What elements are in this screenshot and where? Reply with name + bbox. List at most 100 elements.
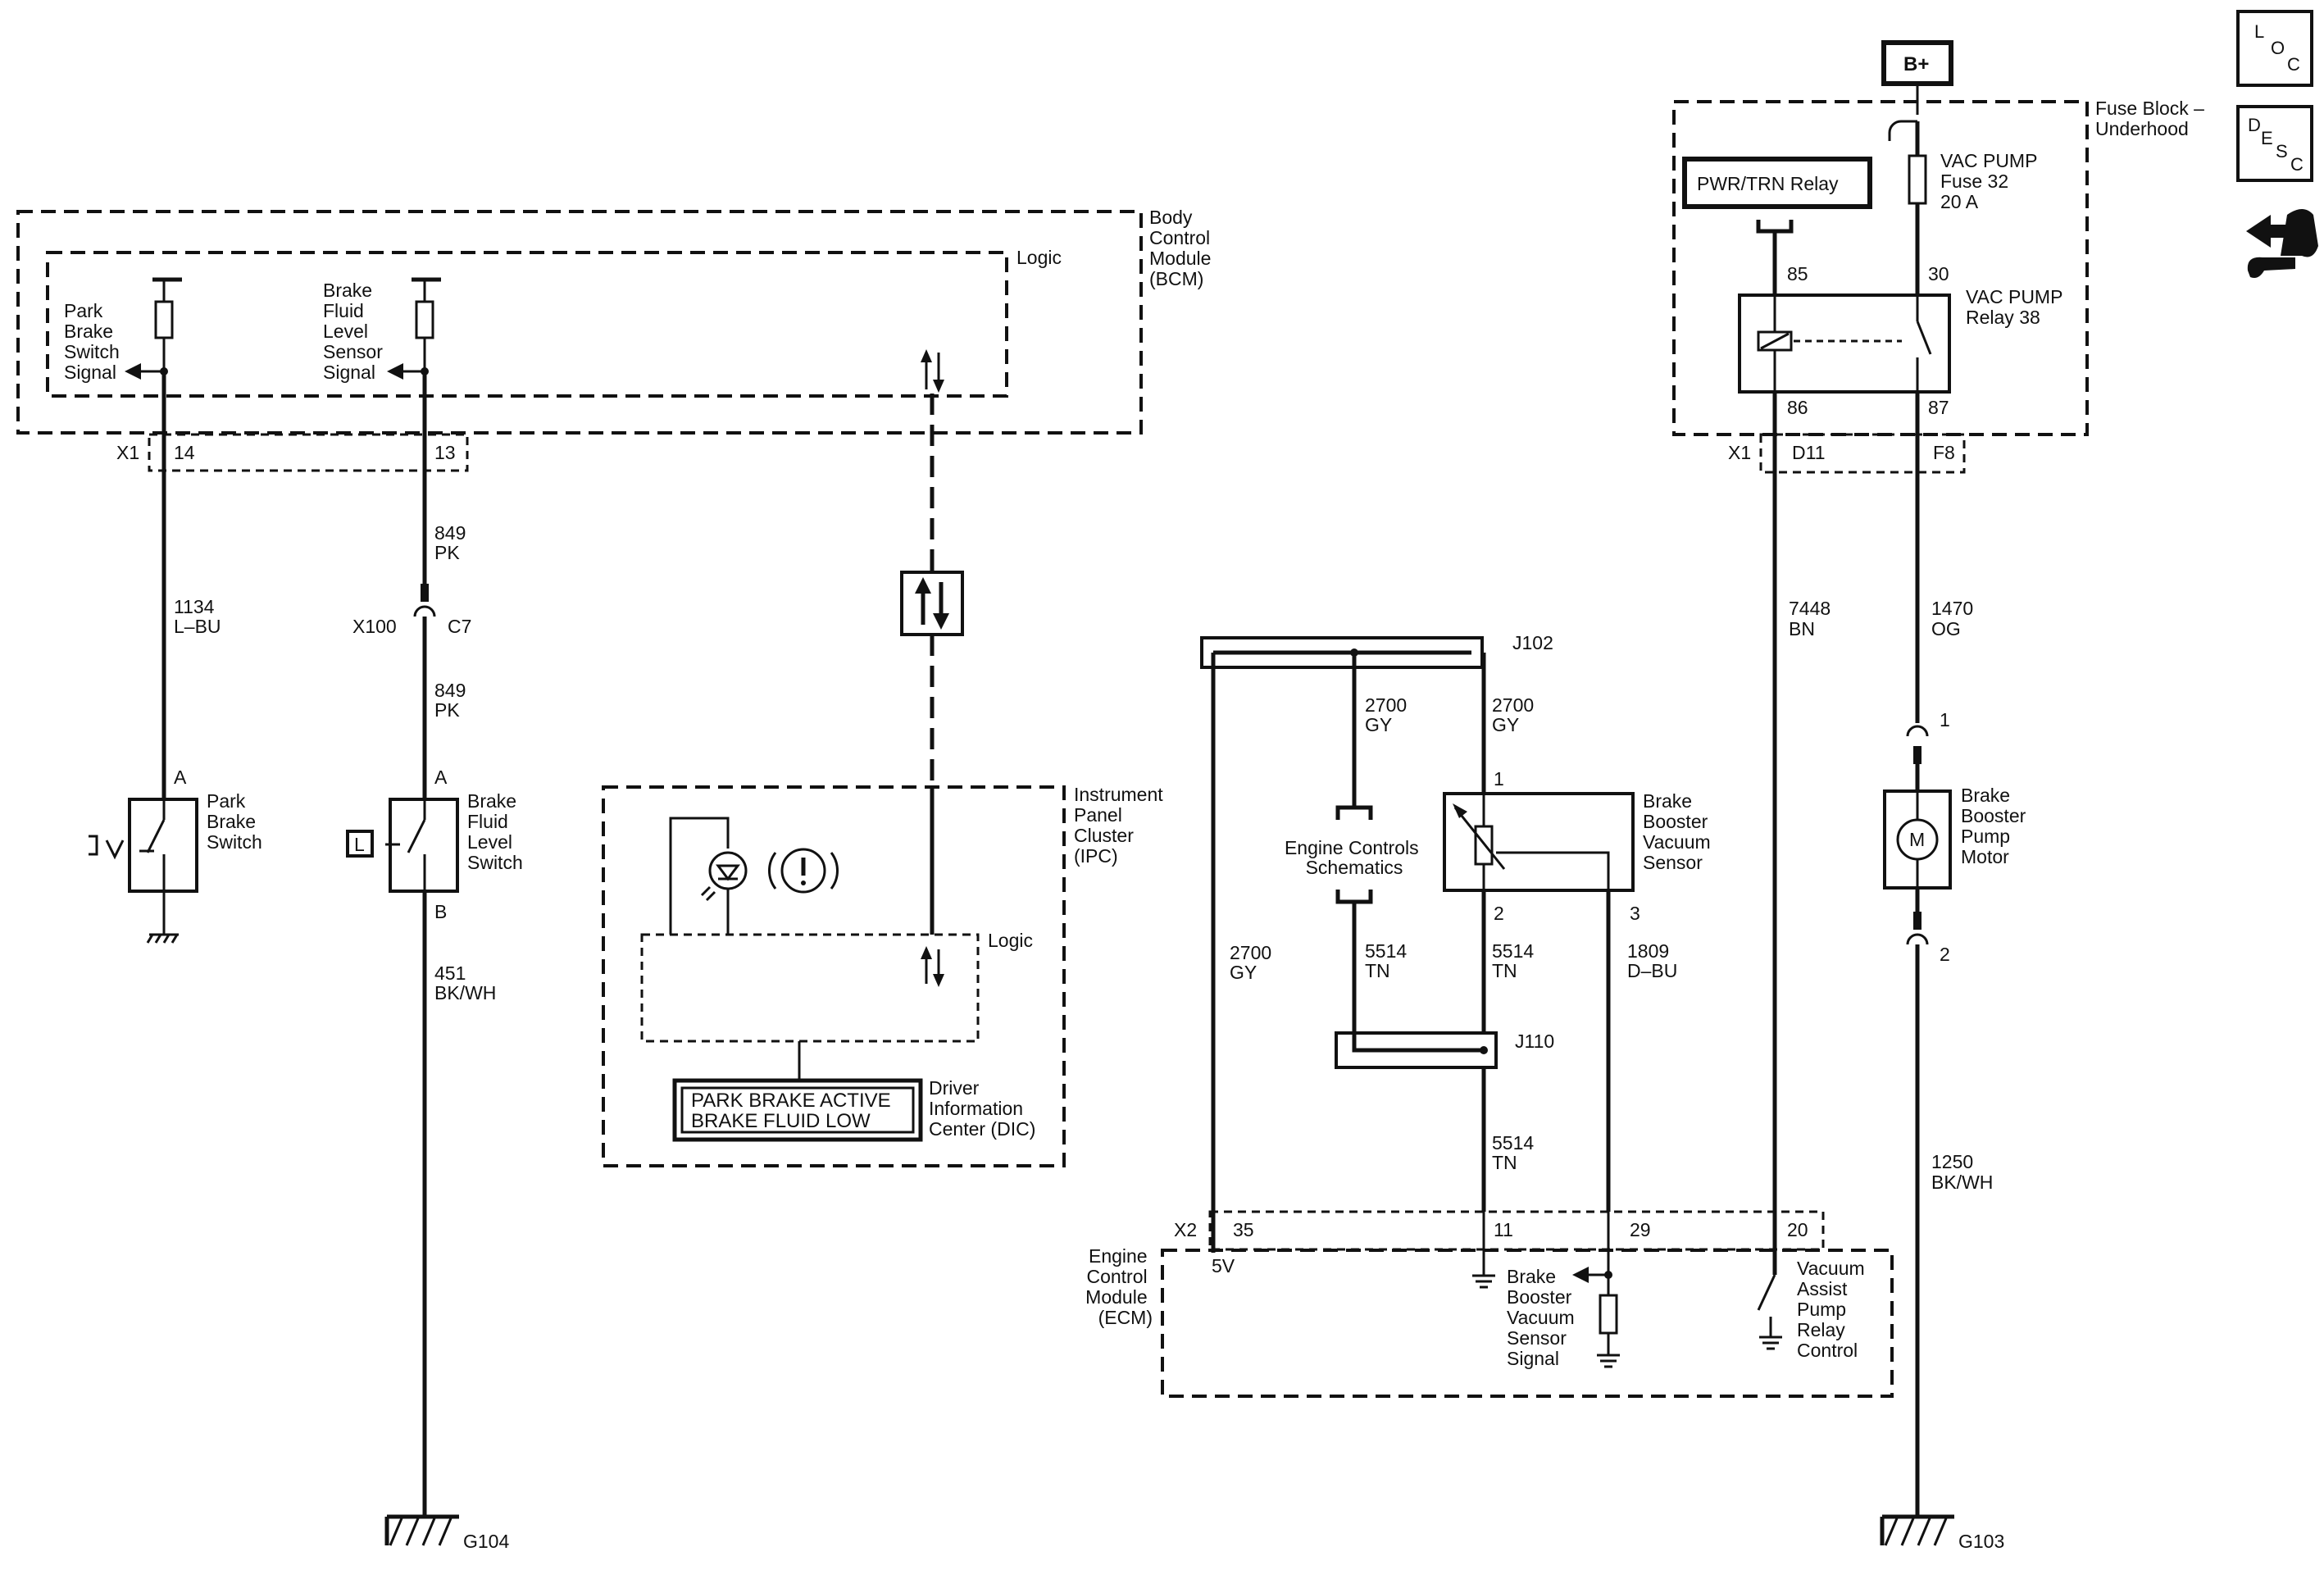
pin-vs-3: 3: [1630, 903, 1640, 924]
ecm-outline: [1161, 1249, 1894, 1398]
ipc-logic-label: Logic: [988, 930, 1033, 951]
ref-bracket: [1756, 220, 1794, 234]
wire-1809-label: 1809 D–BU: [1627, 940, 1677, 981]
wire-7448-label: 7448 BN: [1789, 598, 1836, 639]
pin-fb-f8: F8: [1933, 442, 1955, 463]
bcm-outline: [16, 210, 1143, 435]
pin-fb-d11: D11: [1792, 442, 1826, 463]
motor-connector-socket: [1906, 933, 1929, 945]
wire-451-label: 451 BK/WH: [434, 962, 496, 1003]
wrench-hand-icon[interactable]: [2246, 209, 2318, 278]
svg-text:D: D: [2248, 115, 2261, 135]
c7-label: C7: [448, 616, 471, 637]
ref-bracket-bottom: [1335, 890, 1373, 904]
bcm-logic-label: Logic: [1016, 247, 1062, 268]
park-brake-switch: A Park Brake Switch: [89, 767, 262, 944]
wire-1470-label: 1470 OG: [1931, 598, 1979, 639]
splice-j102: J102: [1200, 632, 1553, 669]
pullup-resistor: [154, 300, 174, 339]
brake-booster-pump-motor: M Brake Booster Pump Motor: [1883, 785, 2031, 890]
wire-1250-label: 1250 BK/WH: [1931, 1151, 1993, 1193]
vac-pump-relay: [1738, 294, 1951, 394]
signal-arrow-icon: [1572, 1267, 1589, 1283]
fuse-block-connector-x1: [1759, 433, 1966, 474]
pump-motor-label: Brake Booster Pump Motor: [1961, 785, 2031, 867]
dic-label: Driver Information Center (DIC): [929, 1077, 1035, 1140]
case-ground-icon: [146, 933, 179, 944]
wire-1134-label: 1134 L–BU: [174, 596, 221, 637]
fuse-icon: [1908, 154, 1927, 205]
wire-5514c-label: 5514 TN: [1492, 1132, 1539, 1173]
fuse-label: VAC PUMP Fuse 32 20 A: [1940, 150, 2042, 212]
pin-vs-1: 1: [1494, 768, 1504, 790]
serial-data-icon: [921, 946, 944, 987]
wire-849b-label: 849 PK: [434, 680, 471, 721]
svg-text:E: E: [2261, 128, 2273, 148]
indicator-feed: [669, 817, 730, 935]
b-plus-label: B+: [1903, 53, 1929, 75]
wire-2700b-label: 2700 GY: [1492, 694, 1539, 735]
pwr-trn-relay-ref: [1682, 157, 1872, 209]
dic-message-1: PARK BRAKE ACTIVE: [691, 1090, 891, 1112]
wire-2700a-label: 2700 GY: [1365, 694, 1412, 735]
pin-ecm-11: 11: [1494, 1219, 1513, 1240]
dic-display: PARK BRAKE ACTIVE BRAKE FLUID LOW: [672, 1078, 923, 1142]
inline-connector-pin: [421, 584, 429, 602]
svg-text:C: C: [2290, 154, 2304, 175]
ground-g104-label: G104: [463, 1531, 509, 1552]
bcm-connector-label: X1: [116, 442, 139, 463]
vacuum-sensor-label: Brake Booster Vacuum Sensor: [1643, 790, 1716, 873]
pullup-resistor: [415, 300, 434, 339]
wire-5514b-label: 5514 TN: [1492, 940, 1539, 981]
pin-relay-86: 86: [1787, 397, 1808, 418]
ecm-vacuum-signal-label: Brake Booster Vacuum Sensor Signal: [1507, 1266, 1580, 1369]
description-icon[interactable]: D E S C: [2236, 105, 2313, 182]
splice-j110-label: J110: [1515, 1031, 1554, 1052]
ecm-relay-control-label: Vacuum Assist Pump Relay Control: [1797, 1258, 1870, 1361]
relay-label: VAC PUMP Relay 38: [1966, 286, 2067, 328]
motor-connector-pin: [1913, 912, 1922, 930]
svg-text:O: O: [2271, 38, 2285, 58]
wire-849a-label: 849 PK: [434, 522, 471, 563]
light-ray: [700, 885, 712, 897]
fuse-block-title: Fuse Block – Underhood: [2095, 98, 2209, 139]
ipc-module: Instrument Panel Cluster (IPC) Logic: [602, 784, 1163, 1167]
actuator-link: [105, 840, 125, 860]
ipc-outline: [602, 785, 1066, 1167]
pin-bcm-14: 14: [174, 442, 195, 463]
inline-connector-socket: [413, 605, 436, 617]
svg-text:L: L: [2254, 21, 2264, 42]
pin-ecm-29: 29: [1630, 1219, 1651, 1240]
ground-g104-icon: [384, 1514, 459, 1546]
serial-data-symbol: [900, 571, 964, 636]
pin-vs-2: 2: [1494, 903, 1504, 924]
bus-connection: [1888, 105, 1919, 134]
ecm-5v-label: 5V: [1212, 1255, 1235, 1276]
fuse-block-connector-label: X1: [1728, 442, 1751, 463]
serial-data-icon: [921, 349, 944, 393]
level-letter: L: [354, 834, 365, 855]
b-plus-terminal: B+: [1881, 40, 1953, 86]
dic-message-2: BRAKE FLUID LOW: [691, 1110, 871, 1132]
bcm-title: Body Control Module (BCM): [1149, 207, 1217, 289]
wire-5514a-label: 5514 TN: [1365, 940, 1412, 981]
signal-ground-icon: [1759, 1336, 1782, 1350]
pin-ecm-20: 20: [1787, 1219, 1808, 1240]
ref-bracket-top: [1335, 805, 1373, 820]
pin-pbs-a: A: [174, 767, 187, 788]
location-icon[interactable]: L O C: [2236, 10, 2313, 87]
ipc-logic-outline: [640, 933, 980, 1043]
motor-connector-pin: [1913, 746, 1922, 764]
svg-text:C: C: [2287, 54, 2300, 75]
brake-fluid-level-switch-label: Brake Fluid Level Switch: [467, 790, 523, 873]
ecm-connector-label: X2: [1174, 1219, 1197, 1240]
fluid-level-signal-label: Brake Fluid Level Sensor Signal: [323, 280, 388, 383]
park-brake-switch-label: Park Brake Switch: [207, 790, 262, 853]
ecm-module: X2 35 11 29 20 Engine Control Module (EC…: [1085, 1210, 1894, 1398]
driver-switch: [1757, 1274, 1776, 1311]
brake-booster-vacuum-sensor: 1 2 3 Brake Booster Vacuum Sensor: [1443, 768, 1716, 924]
light-ray: [705, 890, 716, 902]
pin-bfl-a: A: [434, 767, 448, 788]
engine-controls-ref: Engine Controls Schematics: [1285, 837, 1424, 878]
